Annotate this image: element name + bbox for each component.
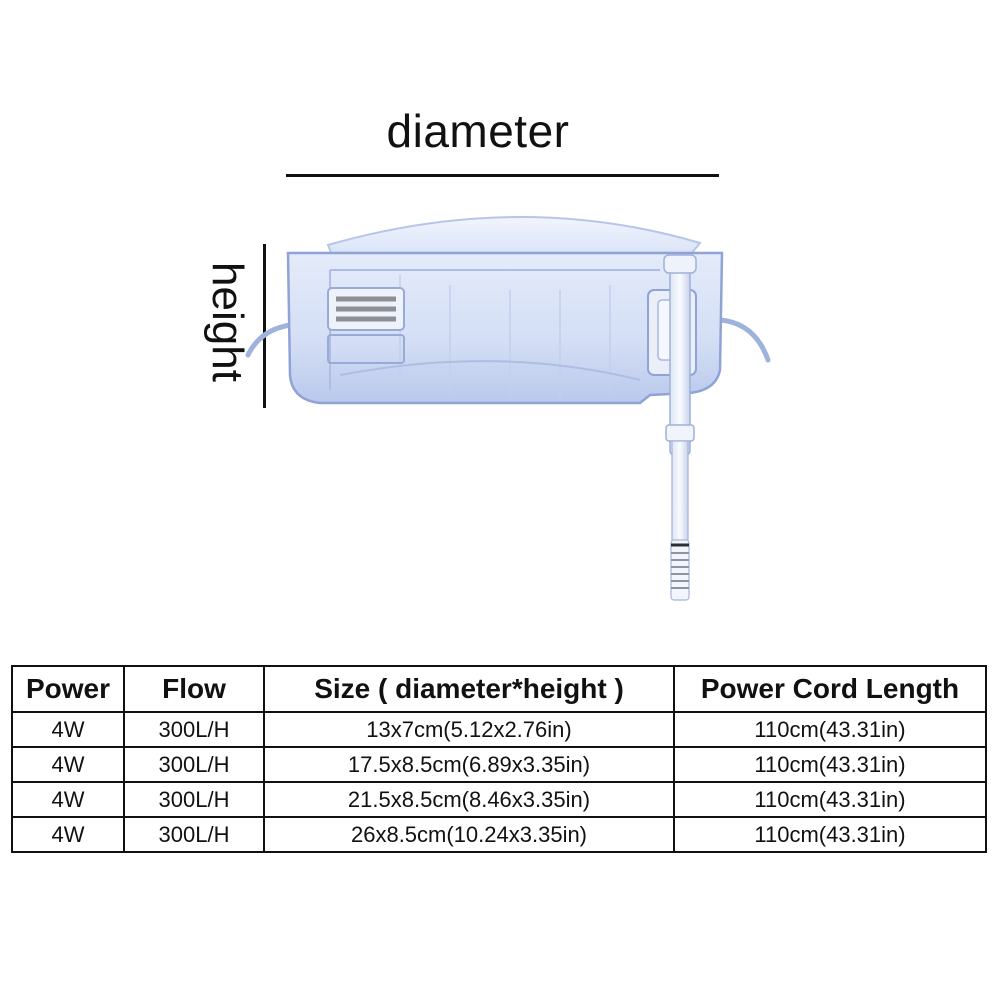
hang-on-filter-illustration xyxy=(245,216,771,601)
cell-flow: 300L/H xyxy=(123,816,265,853)
cell-size: 26x8.5cm(10.24x3.35in) xyxy=(263,816,675,853)
cell-size: 17.5x8.5cm(6.89x3.35in) xyxy=(263,746,675,783)
cell-cord-length: 110cm(43.31in) xyxy=(673,746,987,783)
lid-shape xyxy=(326,216,702,256)
table-row: 4W 300L/H 26x8.5cm(10.24x3.35in) 110cm(4… xyxy=(11,816,987,853)
header-cord-length: Power Cord Length xyxy=(673,665,987,713)
header-flow: Flow xyxy=(123,665,265,713)
cell-cord-length: 110cm(43.31in) xyxy=(673,711,987,748)
cell-size: 21.5x8.5cm(8.46x3.35in) xyxy=(263,781,675,818)
left-hook-shape xyxy=(245,322,293,358)
header-power: Power xyxy=(11,665,125,713)
cell-power: 4W xyxy=(11,816,125,853)
table-header-row: Power Flow Size ( diameter*height ) Powe… xyxy=(11,665,987,713)
right-hook-shape xyxy=(717,317,771,363)
cell-cord-length: 110cm(43.31in) xyxy=(673,816,987,853)
cell-power: 4W xyxy=(11,781,125,818)
cell-flow: 300L/H xyxy=(123,746,265,783)
table-row: 4W 300L/H 17.5x8.5cm(6.89x3.35in) 110cm(… xyxy=(11,746,987,783)
cell-power: 4W xyxy=(11,746,125,783)
table-row: 4W 300L/H 13x7cm(5.12x2.76in) 110cm(43.3… xyxy=(11,711,987,748)
height-line xyxy=(263,244,266,408)
diameter-line xyxy=(286,174,719,177)
diameter-label: diameter xyxy=(386,105,570,157)
specification-table: Power Flow Size ( diameter*height ) Powe… xyxy=(11,665,987,853)
strainer-shape xyxy=(670,539,690,601)
cell-flow: 300L/H xyxy=(123,711,265,748)
cell-cord-length: 110cm(43.31in) xyxy=(673,781,987,818)
cell-size: 13x7cm(5.12x2.76in) xyxy=(263,711,675,748)
table-row: 4W 300L/H 21.5x8.5cm(8.46x3.35in) 110cm(… xyxy=(11,781,987,818)
header-size: Size ( diameter*height ) xyxy=(263,665,675,713)
cell-power: 4W xyxy=(11,711,125,748)
cell-flow: 300L/H xyxy=(123,781,265,818)
